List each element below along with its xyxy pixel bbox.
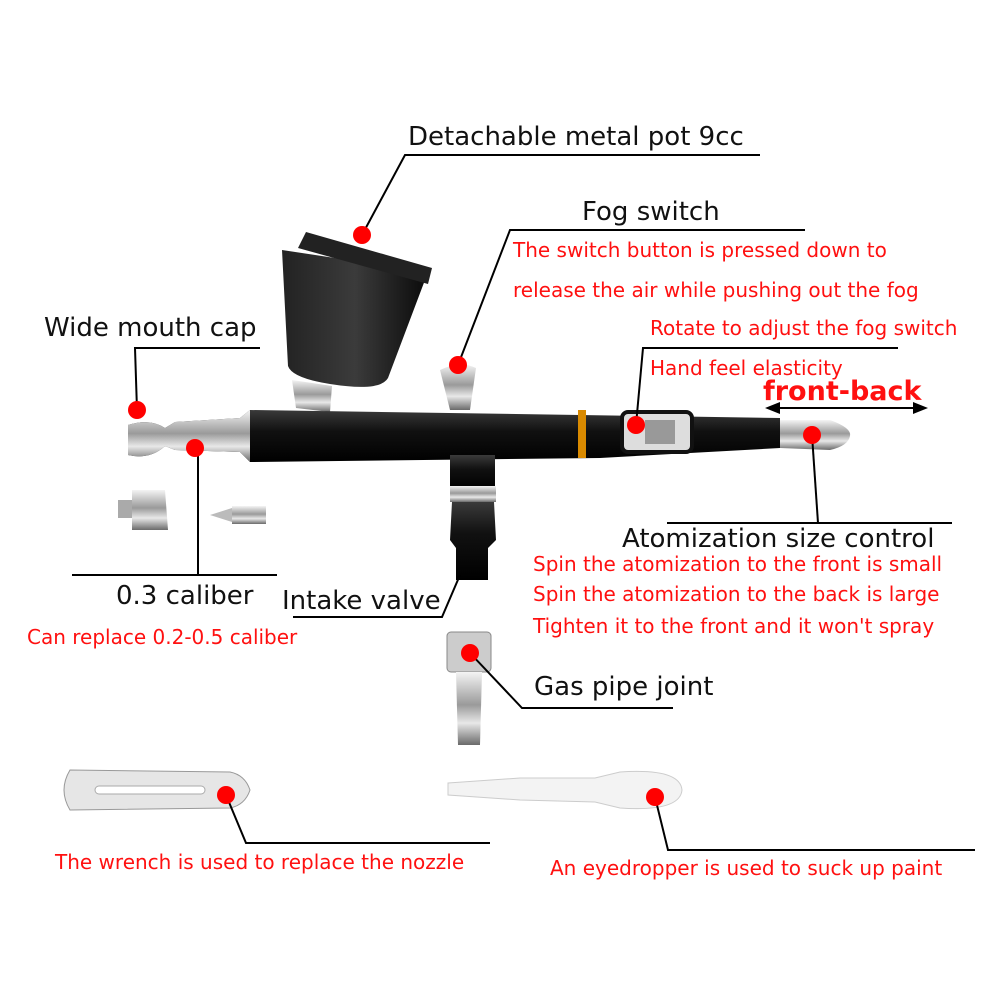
spare-needle-nozzle (210, 506, 266, 524)
rotate-desc: Rotate to adjust the fog switch (650, 316, 958, 340)
eyedropper-part (447, 770, 683, 810)
atom-desc-2: Spin the atomization to the back is larg… (533, 582, 940, 606)
atom-desc-3: Tighten it to the front and it won't spr… (533, 614, 935, 638)
atom-desc-1: Spin the atomization to the front is sma… (533, 552, 943, 576)
label-gas-pipe: Gas pipe joint (534, 672, 714, 702)
fog-desc-1: The switch button is pressed down to (513, 238, 887, 262)
marker-dots (128, 226, 821, 806)
caliber-desc: Can replace 0.2-0.5 caliber (27, 625, 298, 649)
label-caliber: 0.3 caliber (116, 581, 254, 611)
front-back-arrow (765, 402, 928, 414)
fog-desc-2: release the air while pushing out the fo… (513, 278, 919, 302)
leader-lines (72, 154, 975, 851)
label-intake-valve: Intake valve (282, 586, 441, 616)
label-wide-mouth-cap: Wide mouth cap (44, 313, 257, 343)
eyedropper-desc: An eyedropper is used to suck up paint (550, 856, 943, 880)
label-atomization: Atomization size control (622, 524, 935, 554)
spare-nozzle-cap (118, 490, 168, 530)
hand-feel-desc: Hand feel elasticity (650, 356, 843, 380)
wrench-part (63, 769, 251, 811)
label-fog-switch: Fog switch (582, 197, 720, 227)
front-back-label: front-back (763, 376, 922, 407)
label-pot: Detachable metal pot 9cc (408, 122, 744, 152)
wrench-desc: The wrench is used to replace the nozzle (55, 850, 465, 874)
paint-cup (282, 232, 432, 412)
